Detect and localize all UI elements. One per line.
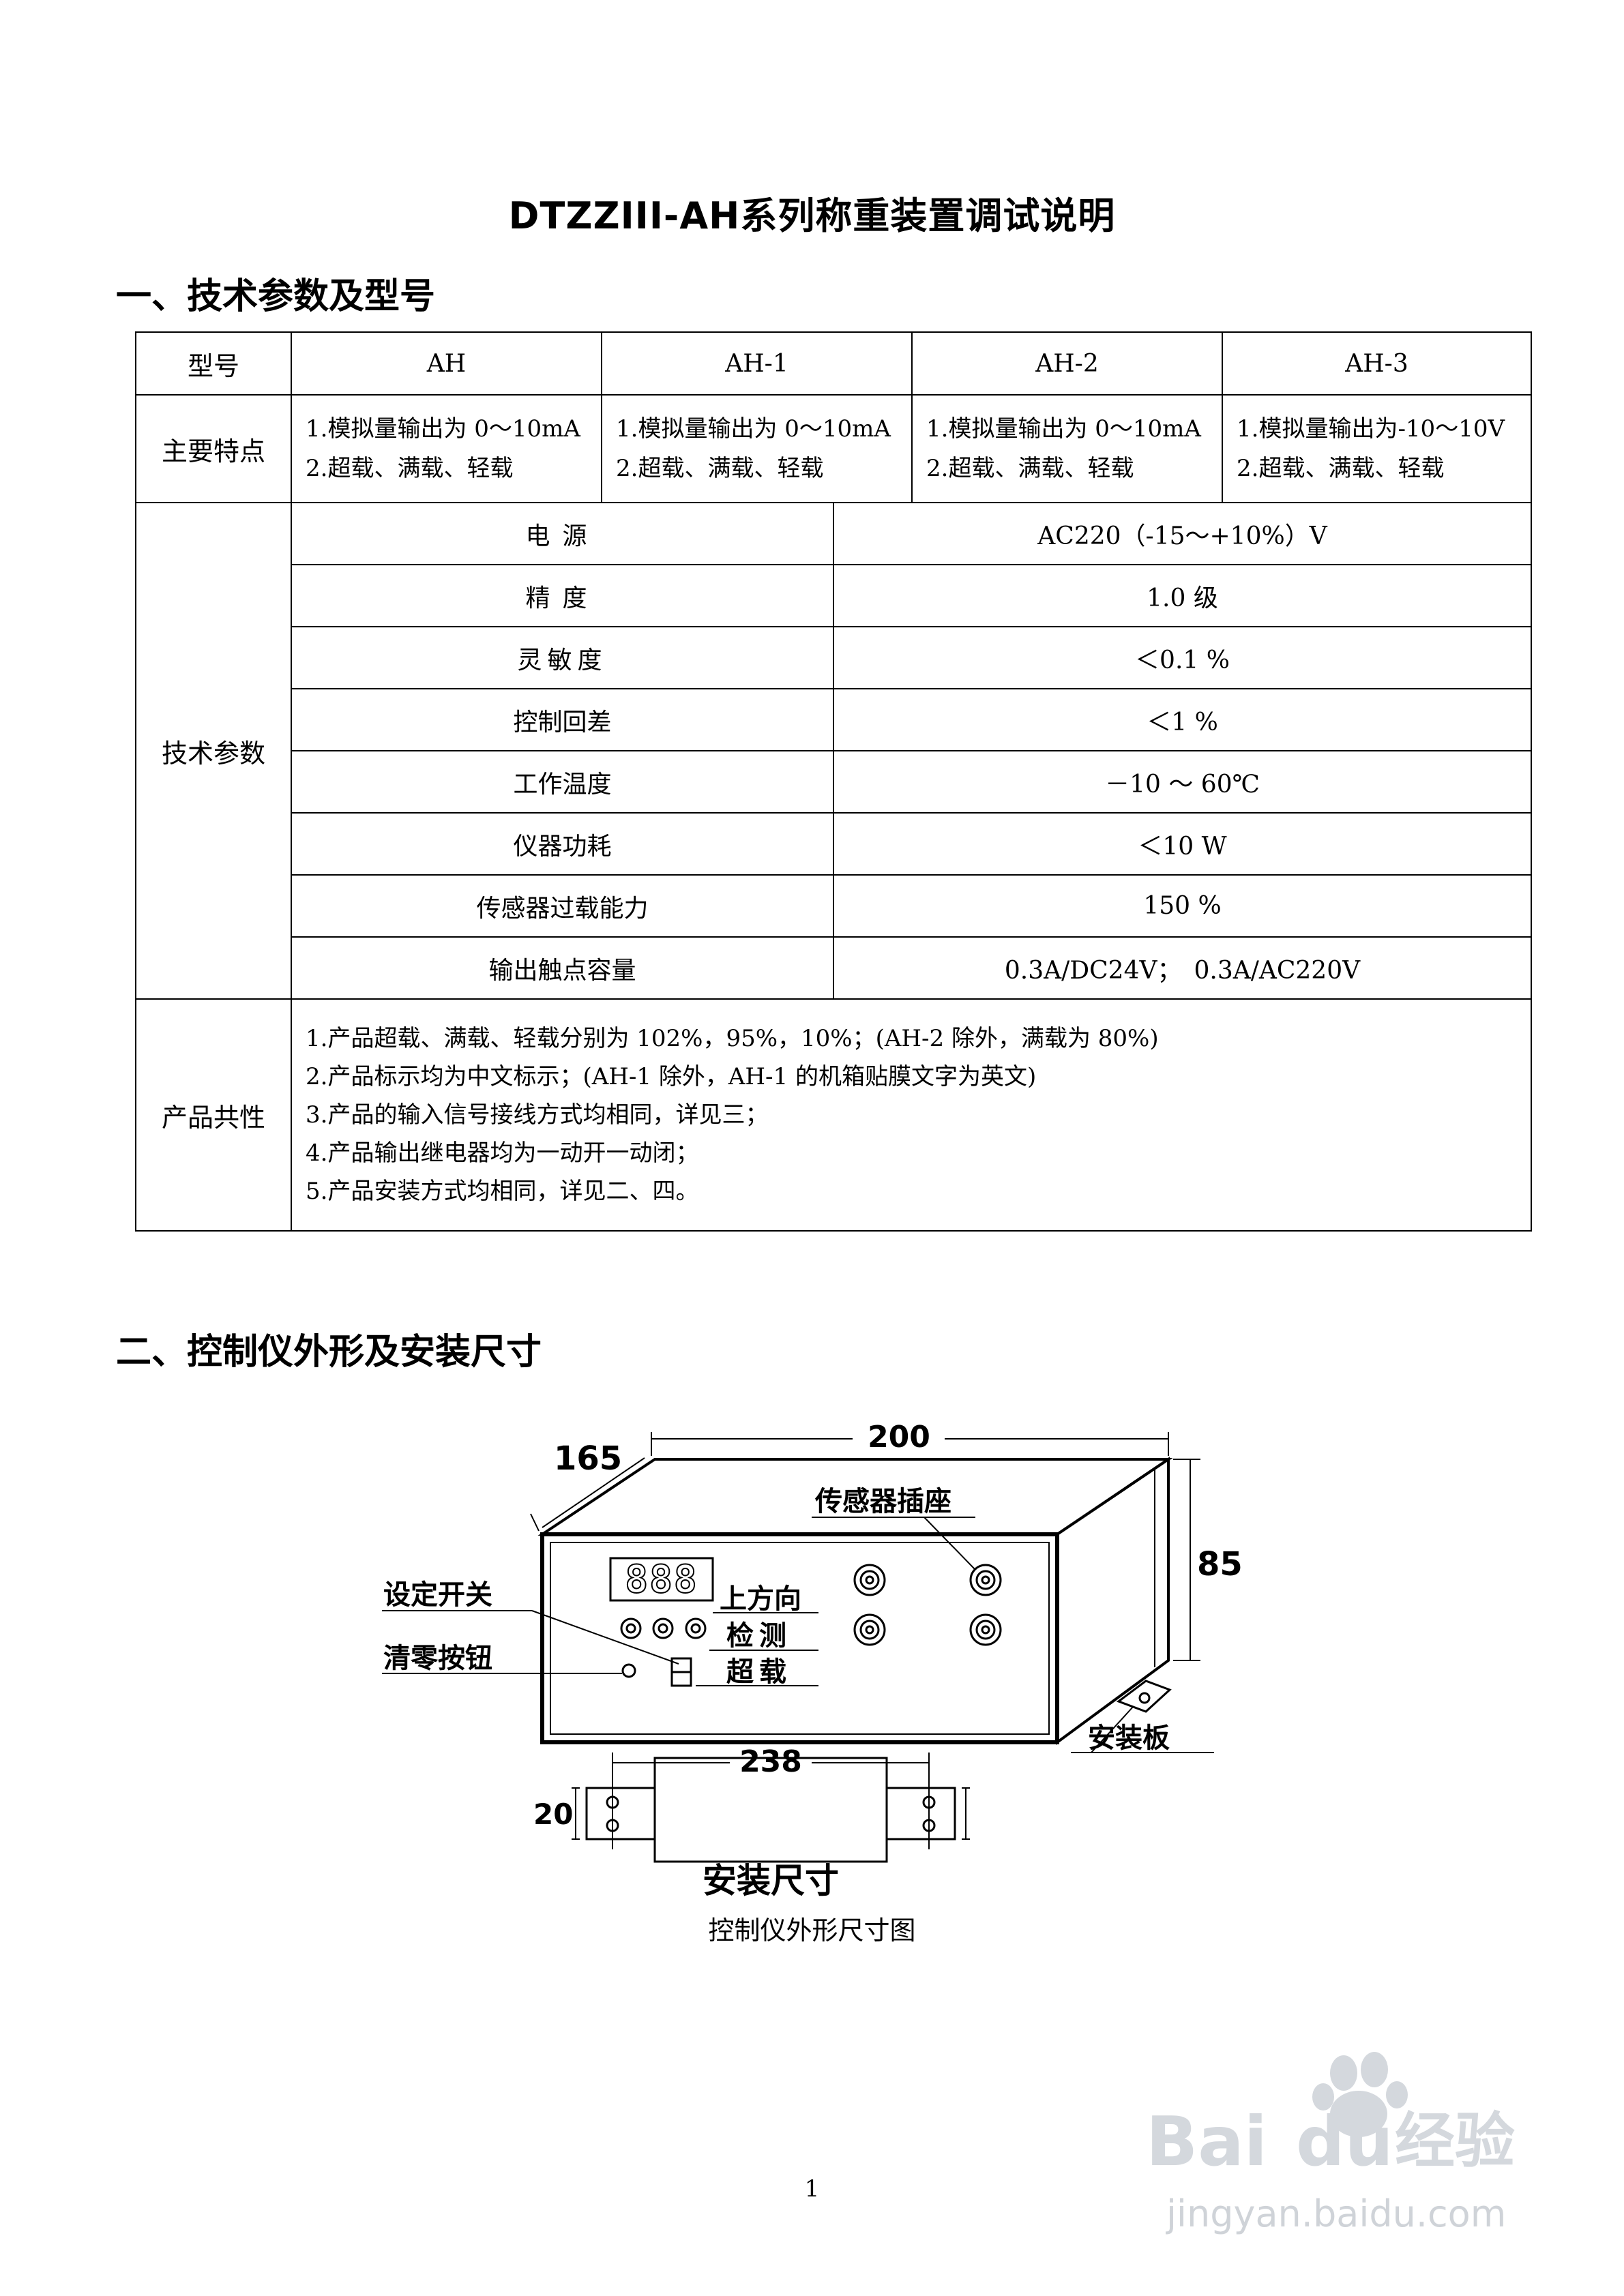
doc-title: DTZZIII-AH系列称重装置调试说明: [508, 194, 1116, 237]
dim-height-line: [1173, 1459, 1200, 1661]
dim-mount-hole-label: 20: [533, 1798, 573, 1831]
param-row: 技术参数 电源 AC220（-15～+10%）V: [135, 502, 1532, 1000]
param-row: 灵敏度 ＜0.1 %: [136, 626, 1532, 689]
watermark-text-latin: Bai: [1146, 2102, 1267, 2175]
dim-depth-line: [530, 1457, 645, 1532]
param-row: 工作温度 －10 ～ 60℃: [136, 750, 1532, 814]
label-up-direction: 上方向: [720, 1583, 801, 1615]
label-set-switch: 设定开关: [383, 1579, 492, 1611]
label-mount-plate: 安装板: [1088, 1723, 1170, 1754]
features-label: 主要特点: [135, 394, 292, 503]
param-row: 仪器功耗 ＜10 W: [136, 812, 1532, 876]
feature-line: 2.超载、满载、轻载: [1237, 455, 1445, 482]
label-zero-button: 清零按钮: [383, 1643, 492, 1674]
feature-line: 2.超载、满载、轻载: [616, 455, 824, 482]
features-ah3: 1.模拟量输出为-10～10V 2.超载、满载、轻载: [1222, 394, 1532, 503]
dim-width-label: 200: [868, 1420, 930, 1455]
label-detect: 检测: [726, 1620, 792, 1652]
dim-depth-label: 165: [554, 1440, 622, 1478]
indicator-leds: [620, 1617, 707, 1639]
header-model-ah3: AH-3: [1222, 331, 1532, 396]
header-model-label: 型号: [135, 331, 292, 396]
mount-title: 安装尺寸: [703, 1861, 839, 1900]
mount-ear-left: [585, 1787, 656, 1840]
section-1-heading: 一、技术参数及型号: [116, 276, 436, 317]
feature-line: 1.模拟量输出为-10～10V: [1237, 415, 1505, 443]
param-row: 精度 1.0 级: [136, 564, 1532, 627]
common-item: 1.产品超载、满载、轻载分别为 102%，95%，10%；(AH-2 除外，满载…: [306, 1025, 1159, 1052]
tech-params-label: 技术参数: [135, 502, 292, 1000]
mount-dimension-drawing: [572, 1757, 970, 1863]
feature-line: 1.模拟量输出为 0～10mA: [306, 415, 580, 443]
param-name: 电源: [291, 502, 834, 565]
figure-caption: 控制仪外形尺寸图: [708, 1915, 916, 1945]
feature-line: 1.模拟量输出为 0～10mA: [926, 415, 1201, 443]
param-row: 输出触点容量 0.3A/DC24V； 0.3A/AC220V: [136, 936, 1532, 1000]
param-value: ＜0.1 %: [833, 626, 1532, 689]
features-ah: 1.模拟量输出为 0～10mA 2.超载、满载、轻载: [291, 394, 602, 503]
common-item: 2.产品标示均为中文标示；(AH-1 除外，AH-1 的机箱贴膜文字为英文): [306, 1063, 1037, 1090]
features-ah2: 1.模拟量输出为 0～10mA 2.超载、满载、轻载: [911, 394, 1223, 503]
box-side-face: [1056, 1457, 1170, 1745]
param-value: －10 ～ 60℃: [833, 750, 1532, 814]
feature-line: 2.超载、满载、轻载: [306, 455, 514, 482]
display-digits: 888: [625, 1557, 698, 1602]
controller-dimension-drawing: 200 165 85 888 上方向 检测 超载 传感器插座 设定开关: [382, 1420, 1243, 1900]
dim-mount-width-label: 238: [739, 1744, 802, 1779]
mount-bracket: [1116, 1680, 1172, 1713]
common-list: 1.产品超载、满载、轻载分别为 102%，95%，10%；(AH-2 除外，满载…: [291, 998, 1532, 1232]
watermark-text-cn: 经验: [1395, 2106, 1515, 2175]
param-name: 输出触点容量: [291, 936, 834, 1000]
param-value: 0.3A/DC24V； 0.3A/AC220V: [833, 936, 1532, 1000]
param-value: 150 %: [833, 874, 1532, 938]
page-number: 1: [804, 2175, 820, 2203]
mount-hole: [1138, 1692, 1151, 1704]
common-row: 产品共性 1.产品超载、满载、轻载分别为 102%，95%，10%；(AH-2 …: [135, 998, 1532, 1232]
param-name: 灵敏度: [291, 626, 834, 689]
digital-display: [609, 1557, 714, 1602]
param-value: 1.0 级: [833, 564, 1532, 627]
watermark-text-latin-2: du: [1296, 2102, 1393, 2175]
param-row: 控制回差 ＜1 %: [136, 688, 1532, 751]
sensor-sockets: [853, 1564, 1002, 1646]
watermark-logo: Bai du 经验: [1139, 2046, 1548, 2181]
baidu-paw-icon: Bai du 经验: [1146, 2052, 1515, 2181]
common-label: 产品共性: [135, 998, 292, 1232]
param-name: 精度: [291, 564, 834, 627]
box-front-bezel: [550, 1542, 1050, 1735]
param-value: ＜10 W: [833, 812, 1532, 876]
table-header-row: 型号 AH AH-1 AH-2 AH-3: [135, 331, 1532, 396]
param-value: ＜1 %: [833, 688, 1532, 751]
param-name: 控制回差: [291, 688, 834, 751]
label-sensor-socket: 传感器插座: [814, 1486, 951, 1517]
param-name: 传感器过载能力: [291, 874, 834, 938]
watermark-url: jingyan.baidu.com: [1166, 2192, 1507, 2235]
zero-button-icon: [621, 1663, 636, 1678]
section-2-heading: 二、控制仪外形及安装尺寸: [116, 1332, 542, 1373]
dim-height-label: 85: [1197, 1545, 1243, 1583]
param-name: 工作温度: [291, 750, 834, 814]
header-model-ah2: AH-2: [911, 331, 1223, 396]
features-ah1: 1.模拟量输出为 0～10mA 2.超载、满载、轻载: [601, 394, 913, 503]
dim-width-line: [651, 1432, 1169, 1456]
feature-line: 2.超载、满载、轻载: [926, 455, 1134, 482]
header-model-ah: AH: [291, 331, 602, 396]
common-item: 5.产品安装方式均相同，详见二、四。: [306, 1178, 699, 1205]
controller-box: [537, 1457, 1173, 1745]
mount-ear-right: [885, 1787, 956, 1840]
header-model-ah1: AH-1: [601, 331, 913, 396]
spec-table: 型号 AH AH-1 AH-2 AH-3 主要特点 1.模拟量输出为 0～10m…: [135, 331, 1532, 1232]
common-item: 4.产品输出继电器均为一动开一动闭；: [306, 1139, 699, 1167]
label-overload: 超载: [726, 1656, 792, 1688]
features-row: 主要特点 1.模拟量输出为 0～10mA 2.超载、满载、轻载 1.模拟量输出为…: [135, 394, 1532, 503]
param-name: 仪器功耗: [291, 812, 834, 876]
common-item: 3.产品的输入信号接线方式均相同，详见三；: [306, 1101, 769, 1129]
dim-mount-width-line: [612, 1753, 930, 1780]
feature-line: 1.模拟量输出为 0～10mA: [616, 415, 891, 443]
param-row: 传感器过载能力 150 %: [136, 874, 1532, 938]
param-value: AC220（-15～+10%）V: [833, 502, 1532, 565]
